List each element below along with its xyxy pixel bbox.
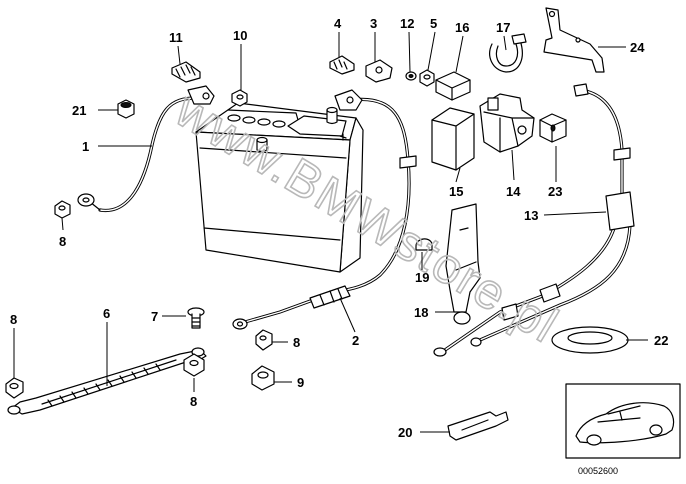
nut-21 (117, 99, 135, 119)
label-part-5: 5 (430, 16, 437, 31)
label-part-2: 2 (352, 333, 359, 348)
label-part-17: 17 (496, 20, 510, 35)
diagram-code: 00052600 (578, 466, 618, 476)
label-part-8b: 8 (190, 394, 197, 409)
label-part-14: 14 (506, 184, 521, 199)
bolt-4 (329, 55, 355, 75)
label-part-4: 4 (334, 16, 342, 31)
cable-2 (232, 89, 417, 330)
nut-8d (5, 377, 24, 399)
car-thumbnail (565, 383, 681, 459)
label-part-8d: 8 (10, 312, 17, 327)
cable-13 (433, 83, 635, 357)
nut-8a (54, 200, 71, 219)
bolt-7 (187, 307, 205, 329)
label-part-8c: 8 (293, 335, 300, 350)
nut-8c (255, 329, 273, 351)
battery (195, 102, 364, 273)
washer-12 (405, 71, 417, 81)
label-part-15: 15 (449, 184, 463, 199)
cable-1 (77, 85, 215, 212)
label-part-8a: 8 (59, 234, 66, 249)
label-part-7: 7 (151, 309, 158, 324)
clip-17 (489, 33, 527, 73)
nut-10 (231, 89, 248, 107)
nut-9 (251, 365, 275, 391)
label-part-18: 18 (414, 305, 428, 320)
label-part-10: 10 (233, 28, 247, 43)
label-part-21: 21 (72, 103, 86, 118)
label-part-11: 11 (169, 30, 183, 45)
nut-5 (419, 69, 435, 87)
nut-8b (183, 353, 205, 377)
clip-20 (447, 411, 509, 441)
bracket-18 (445, 203, 481, 325)
label-part-23: 23 (548, 184, 562, 199)
bracket-24 (543, 7, 605, 73)
cover-15 (431, 107, 475, 171)
grommet-19 (415, 238, 433, 251)
block-23 (539, 113, 567, 143)
ring-22 (551, 326, 629, 354)
label-part-9: 9 (297, 375, 304, 390)
bolt-11 (171, 61, 201, 83)
label-part-12: 12 (400, 16, 414, 31)
label-part-3: 3 (370, 16, 377, 31)
label-part-24: 24 (630, 40, 645, 55)
label-part-1: 1 (82, 139, 89, 154)
label-part-19: 19 (415, 270, 429, 285)
label-part-16: 16 (455, 20, 469, 35)
cap-16 (435, 71, 471, 101)
clamp-3 (365, 59, 393, 83)
label-part-6: 6 (103, 306, 110, 321)
leader-lines (13, 31, 648, 433)
label-part-20: 20 (398, 425, 412, 440)
fuse-holder-14 (479, 93, 535, 153)
label-part-22: 22 (654, 333, 668, 348)
label-part-13: 13 (524, 208, 538, 223)
